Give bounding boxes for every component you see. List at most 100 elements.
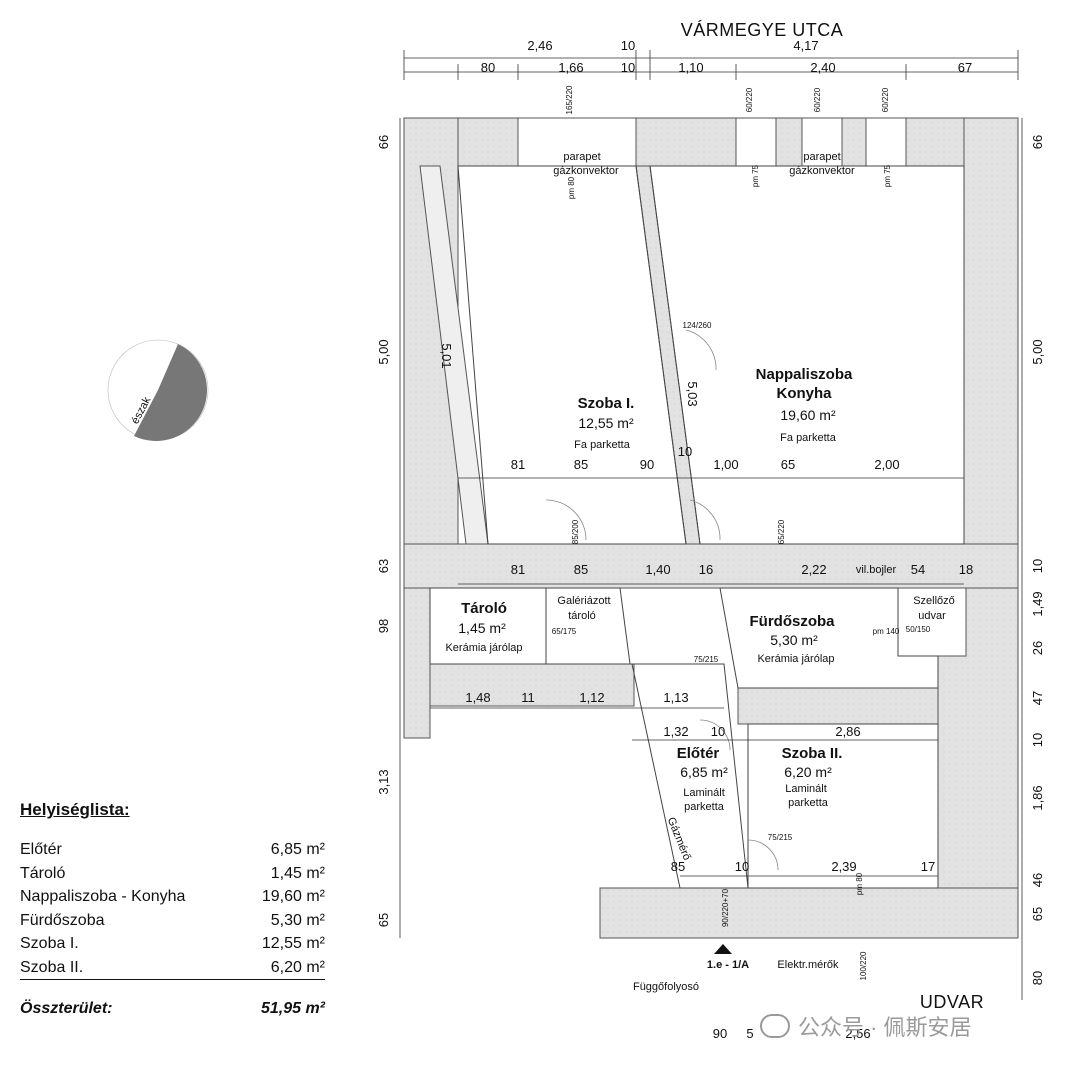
dim-right: 66 5,00 10 1,49 26 47 10 1,86 46 65 80 [1030, 135, 1045, 985]
room-szoba1 [457, 165, 687, 545]
dim-mid2-a: 81 [511, 562, 525, 577]
dim-left-b: 5,00 [376, 339, 391, 364]
sill-1: pm 80 [567, 176, 576, 199]
room-list-item-name: Szoba I. [20, 935, 79, 952]
dim-top2-a: 80 [481, 60, 495, 75]
dim-top2-b: 1,66 [558, 60, 583, 75]
room-list-total-label: Összterület: [20, 1000, 113, 1017]
room-list-item-name: Fürdőszoba [20, 911, 105, 929]
szoba1-name: Szoba I. [578, 395, 635, 412]
room-szoba1-labels: Szoba I. 12,55 m² Fa parketta [574, 395, 634, 451]
room-list-item-value: 12,55 m² [261, 935, 325, 952]
dim-row-mid4: 1,32 10 2,86 [663, 724, 860, 739]
dim-mid2-b: 85 [574, 562, 588, 577]
dim-top1-a: 2,46 [527, 38, 552, 53]
note-gazkonvektor-1: gázkonvektor [553, 165, 619, 177]
dim-row-mid1: 81 85 90 10 1,00 65 2,00 [511, 444, 900, 472]
note-parapet-1: parapet [563, 151, 600, 163]
room-list-total: Összterület: 51,95 m² [20, 1000, 325, 1018]
galeria-line-2: tároló [568, 610, 596, 622]
dim-top1-b: 10 [621, 38, 635, 53]
room-szoba2 [747, 723, 939, 889]
wall-length-left: 5,01 [439, 343, 454, 368]
opening-65-220: 65/220 [777, 519, 786, 544]
dim-mid4-a: 1,32 [663, 724, 688, 739]
nappali-name-2: Konyha [776, 385, 832, 402]
opening-90-220-70: 90/220+70 [721, 888, 730, 927]
dim-top1-c: 4,17 [793, 38, 818, 53]
eloter-area: 6,85 m² [680, 764, 728, 780]
room-list-item-value: 6,85 m² [270, 841, 325, 858]
room-galeria-labels: Galériázott tároló [557, 595, 610, 622]
dimension-lines [399, 50, 1023, 1000]
eloter-finish-1: Laminált [683, 787, 725, 799]
dim-mid3-d: 1,13 [663, 690, 688, 705]
note-parapet-2: parapet [803, 151, 840, 163]
opening-50-150: 50/150 [906, 625, 931, 634]
furdo-name: Fürdőszoba [750, 613, 836, 630]
window-1 [517, 117, 637, 167]
dim-right-a: 66 [1030, 135, 1045, 149]
vent-courtyard [897, 587, 967, 657]
dim-mid1-g: 2,00 [874, 457, 899, 472]
dim-mid5-a: 85 [671, 859, 685, 874]
note-gazmero: Gázmérő [665, 816, 693, 862]
room-list-item: Szoba I. 12,55 m² [20, 932, 325, 956]
room-list-item-value: 1,45 m² [270, 864, 325, 882]
room-galeria [545, 587, 631, 665]
dim-top2-c: 10 [621, 60, 635, 75]
wechat-icon [760, 1014, 790, 1038]
dim-left-f: 65 [376, 913, 391, 927]
dim-row-mid3: 1,48 11 1,12 1,13 [465, 690, 688, 705]
north-indicator: észak [107, 339, 209, 441]
szellozo-line-2: udvar [918, 610, 946, 622]
room-list-item: Szoba II.6,20 m² [20, 956, 325, 980]
walls [403, 117, 1019, 939]
szellozo-line-1: Szellőző [913, 595, 955, 607]
dim-right-g: 10 [1030, 733, 1045, 747]
dim-mid1-e: 1,00 [713, 457, 738, 472]
opening-60-220-a: 60/220 [745, 87, 754, 112]
room-tarolo-labels: Tároló 1,45 m² Kerámia járólap [445, 600, 522, 654]
dim-mid3-c: 1,12 [579, 690, 604, 705]
dim-right-e: 26 [1030, 641, 1045, 655]
dim-right-b: 5,00 [1030, 339, 1045, 364]
dim-mid1-c: 90 [640, 457, 654, 472]
note-elektr: Elektr.mérők [777, 959, 839, 971]
room-list-title: Helyiséglista: [20, 800, 130, 819]
opening-60-220-b: 60/220 [813, 87, 822, 112]
opening-60-220-c: 60/220 [881, 87, 890, 112]
opening-dims: 165/220 60/220 60/220 60/220 124/260 85/… [552, 85, 931, 980]
opening-75-215-a: 75/215 [694, 655, 719, 664]
wall-bottom [599, 887, 1019, 939]
room-list-item-name: Szoba II. [20, 958, 84, 976]
note-vilbojler: vil.bojler [856, 564, 897, 576]
dim-left-e: 3,13 [376, 769, 391, 794]
dim-left-a: 66 [376, 135, 391, 149]
wall-right [963, 117, 1019, 547]
dim-left: 66 5,00 63 98 3,13 65 [376, 135, 391, 927]
wall-middle [403, 543, 1019, 589]
room-nappali [649, 165, 965, 545]
dim-top2-e: 2,40 [810, 60, 835, 75]
dim-mid5-c: 2,39 [831, 859, 856, 874]
opening-65-175: 65/175 [552, 627, 577, 636]
dim-mid5-d: 17 [921, 859, 935, 874]
szoba1-finish: Fa parketta [574, 439, 631, 451]
room-szoba2-labels: Szoba II. 6,20 m² Laminált parketta [782, 745, 843, 809]
szoba1-area: 12,55 m² [578, 415, 634, 431]
tarolo-area: 1,45 m² [458, 620, 506, 636]
eloter-finish-2: parketta [684, 801, 725, 813]
galeria-line-1: Galériázott [557, 595, 610, 607]
entrance-arrow-icon [714, 944, 732, 954]
wall-length-mid: 5,03 [685, 381, 700, 406]
opening-100-220: 100/220 [859, 951, 868, 980]
window-2 [735, 117, 777, 167]
dim-mid2-g: 18 [959, 562, 973, 577]
nappali-name-1: Nappaliszoba [756, 366, 853, 383]
opening-75-215-b: 75/215 [768, 833, 793, 842]
window-4 [865, 117, 907, 167]
